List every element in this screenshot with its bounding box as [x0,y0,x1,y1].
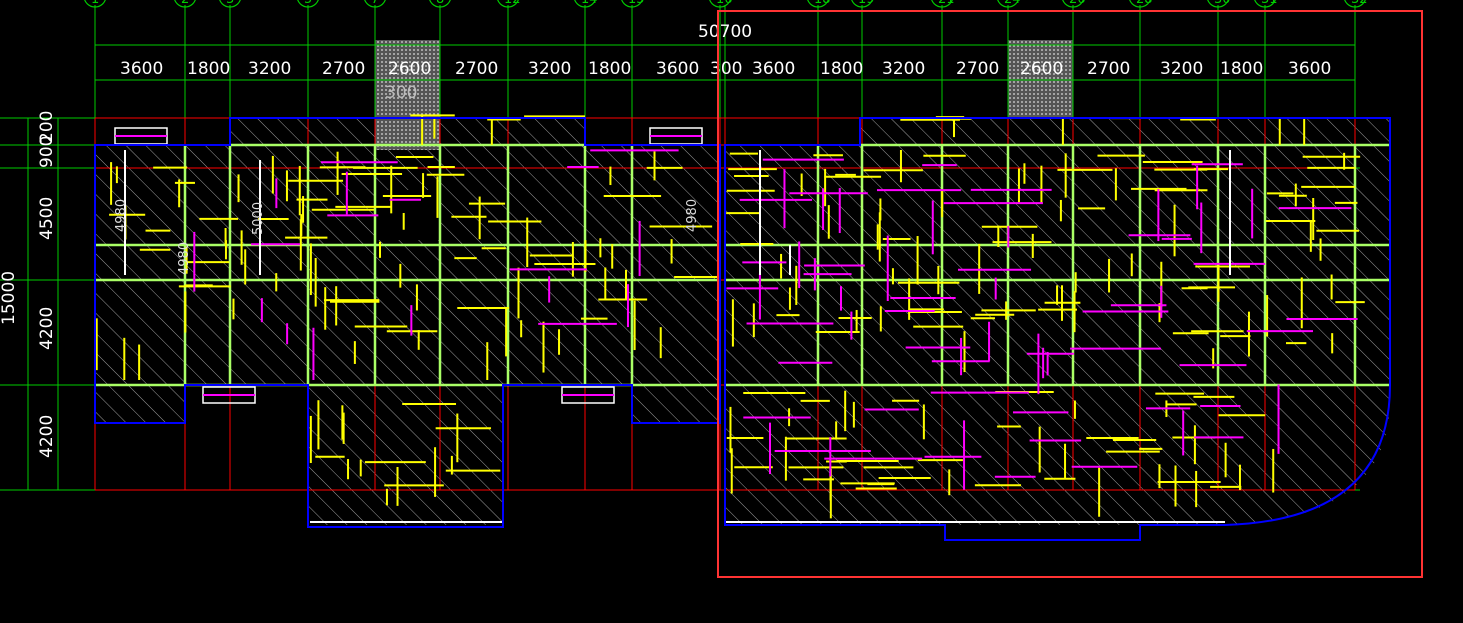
axis-bubble-label-5: 8 [436,0,444,7]
top-dimension-15: 2700 [1087,59,1130,79]
axis-bubble-5 [429,0,451,8]
slab-left-main [95,145,720,385]
elevator-left [375,40,440,150]
axis-bubble-label-4: 7 [371,0,379,7]
left-dimension-1: 200 [37,111,57,143]
top-dimension-5: 2700 [455,59,498,79]
left-dimension-3: 4200 [37,307,57,350]
axis-bubbles: 12357812141516181921242628303132 [84,0,1368,8]
axis-bubble-13 [997,0,1019,8]
axis-bubble-label-14: 26 [1069,0,1086,7]
structural-lines [94,114,1390,541]
top-dimension-0: 3600 [120,59,163,79]
slab-left-ledge-a [95,385,185,423]
top-dimension-row: 3600 1800 3200 2700 2600 2700 3200 1800 3600 300 3… [120,59,1331,79]
top-dimension-1: 1800 [187,59,230,79]
axis-bubble-14 [1062,0,1084,8]
outline-right [724,117,1391,541]
overall-dimension: 50700 [698,22,752,42]
axis-bubble-label-18: 32 [1351,0,1368,7]
axis-bubble-label-6: 12 [504,0,521,7]
axis-bubble-label-8: 15 [628,0,645,7]
axis-bubble-0 [84,0,106,8]
axis-bubble-7 [574,0,596,8]
outline-left [94,117,721,528]
axis-bubble-label-7: 14 [581,0,598,7]
top-dimension-18: 3600 [1288,59,1331,79]
axis-bubble-15 [1129,0,1151,8]
top-dimension-6: 3200 [528,59,571,79]
axis-bubble-8 [621,0,643,8]
left-dimension-2: 4500 [37,197,57,240]
axis-bubble-1 [174,0,196,8]
axis-bubble-label-15: 28 [1136,0,1153,7]
axis-bubble-2 [219,0,241,8]
axis-bubble-11 [851,0,873,8]
room-label-1: 4980 [177,242,192,275]
axis-bubble-16 [1207,0,1229,8]
room-label-2: 5000 [251,202,266,235]
slab-right-top [860,118,1390,146]
axis-bubble-label-1: 2 [181,0,189,7]
stair-well [375,190,440,240]
axis-bubble-4 [364,0,386,8]
axis-bubble-3 [297,0,319,8]
axis-bubble-label-17: 31 [1261,0,1278,7]
top-dimension-8: 3600 [656,59,699,79]
axis-bubble-label-16: 30 [1214,0,1231,7]
top-dimension-3: 2700 [322,59,365,79]
axis-bubble-12 [931,0,953,8]
building-outline [94,117,1391,541]
dimension-annotations: 50700 300 15000 [0,22,752,325]
top-dimension-17: 1800 [1220,59,1263,79]
top-dimension-2: 3200 [248,59,291,79]
top-dimension-14: 2600 [1020,59,1063,79]
left-dimension-4: 4200 [37,415,57,458]
axis-bubble-label-9: 16 [716,0,733,7]
depth-dimension: 15000 [0,271,19,325]
left-dimension-0: 900 [37,136,57,168]
axis-bubble-label-0: 1 [91,0,99,7]
room-labels: 4980 4980 5000 4980 [114,199,700,275]
elevator-right [1008,40,1073,118]
axis-bubble-17 [1254,0,1276,8]
top-dimension-12: 3200 [882,59,925,79]
top-dimension-10: 3600 [752,59,795,79]
top-dimension-13: 2700 [956,59,999,79]
axis-bubble-label-13: 24 [1004,0,1021,7]
slab-left-bottom [308,385,503,525]
slab-left-ledge-b [632,385,720,423]
slab-right-bottom [725,385,1390,525]
top-dimension-11: 1800 [820,59,863,79]
axis-bubble-18 [1344,0,1366,8]
axis-bubble-10 [807,0,829,8]
axis-bubble-label-2: 3 [226,0,234,7]
axis-bubble-label-12: 21 [938,0,955,7]
axis-bubble-label-3: 5 [304,0,312,7]
axis-bubble-9 [709,0,731,8]
top-dimension-16: 3200 [1160,59,1203,79]
room-label-0: 4980 [114,199,129,232]
axis-bubble-label-11: 19 [858,0,875,7]
axis-bubble-6 [497,0,519,8]
selection-box[interactable] [717,10,1423,578]
top-dimension-7: 1800 [588,59,631,79]
slab-regions [95,40,1390,525]
top-dimension-9: 300 [710,59,742,79]
room-label-3: 4980 [685,199,700,232]
top-dimension-4: 2600 [388,59,431,79]
axis-bubble-label-10: 18 [814,0,831,7]
stair-dimension: 300 [385,83,417,103]
